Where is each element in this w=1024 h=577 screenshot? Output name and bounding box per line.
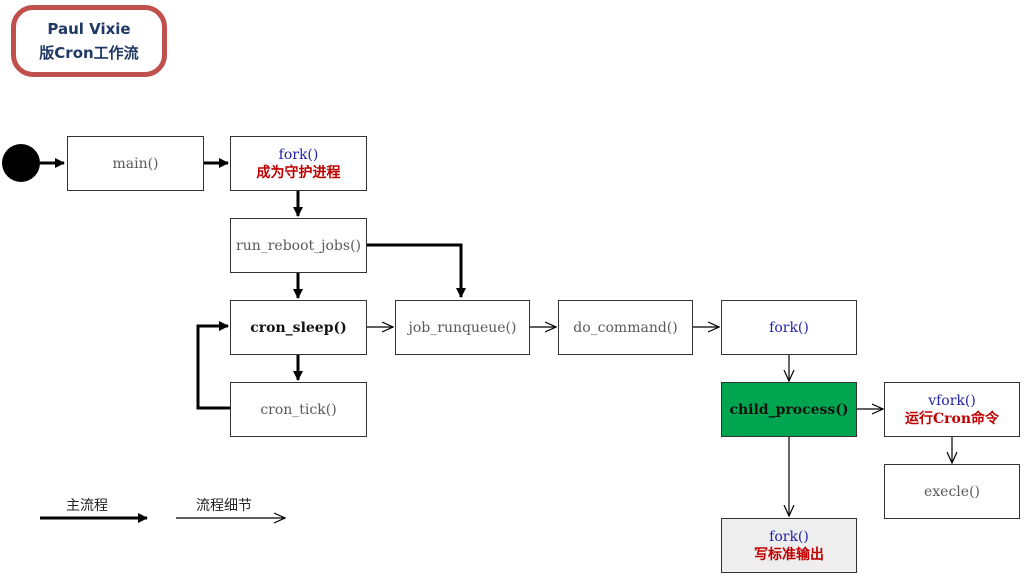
node-cron-sleep: cron_sleep()	[230, 300, 367, 355]
node-job-runqueue: job_runqueue()	[395, 300, 530, 355]
edge-tick-sleep-loop	[196, 321, 230, 410]
node-fork-daemon-desc: 成为守护进程	[256, 164, 341, 181]
node-fork-child: fork()	[721, 300, 857, 355]
node-child-process-label: child_process()	[729, 401, 849, 418]
node-main: main()	[67, 136, 204, 191]
legend-detail-flow-label: 流程细节	[196, 498, 252, 514]
node-fork-daemon-fn: fork()	[278, 146, 319, 163]
node-fork-daemon: fork() 成为守护进程	[230, 136, 367, 191]
node-fork-child-label: fork()	[769, 319, 809, 336]
node-run-reboot-jobs-label: run_reboot_jobs()	[236, 237, 361, 254]
node-cron-tick: cron_tick()	[230, 382, 367, 437]
node-do-command: do_command()	[558, 300, 693, 355]
node-job-runqueue-label: job_runqueue()	[408, 319, 517, 336]
node-cron-tick-label: cron_tick()	[260, 401, 337, 418]
title-badge: Paul Vixie 版Cron工作流	[11, 5, 167, 77]
legend-main-flow-label: 主流程	[66, 498, 108, 514]
node-execle: execle()	[884, 464, 1020, 519]
node-cron-sleep-label: cron_sleep()	[250, 319, 347, 336]
start-node	[2, 144, 40, 182]
node-run-reboot-jobs: run_reboot_jobs()	[230, 218, 367, 273]
title-line-1: Paul Vixie	[47, 20, 131, 38]
node-do-command-label: do_command()	[573, 319, 678, 336]
node-fork-output-desc: 写标准输出	[754, 546, 824, 563]
node-main-label: main()	[112, 155, 159, 172]
edge-reboot-runqueue	[367, 243, 466, 298]
node-fork-output: fork() 写标准输出	[721, 518, 857, 573]
node-vfork-desc: 运行Cron命令	[904, 410, 1000, 427]
title-line-2: 版Cron工作流	[39, 44, 139, 62]
node-fork-output-fn: fork()	[769, 528, 809, 545]
node-vfork-fn: vfork()	[928, 392, 976, 409]
node-execle-label: execle()	[924, 483, 980, 500]
node-child-process: child_process()	[721, 382, 857, 437]
node-vfork: vfork() 运行Cron命令	[884, 382, 1020, 437]
